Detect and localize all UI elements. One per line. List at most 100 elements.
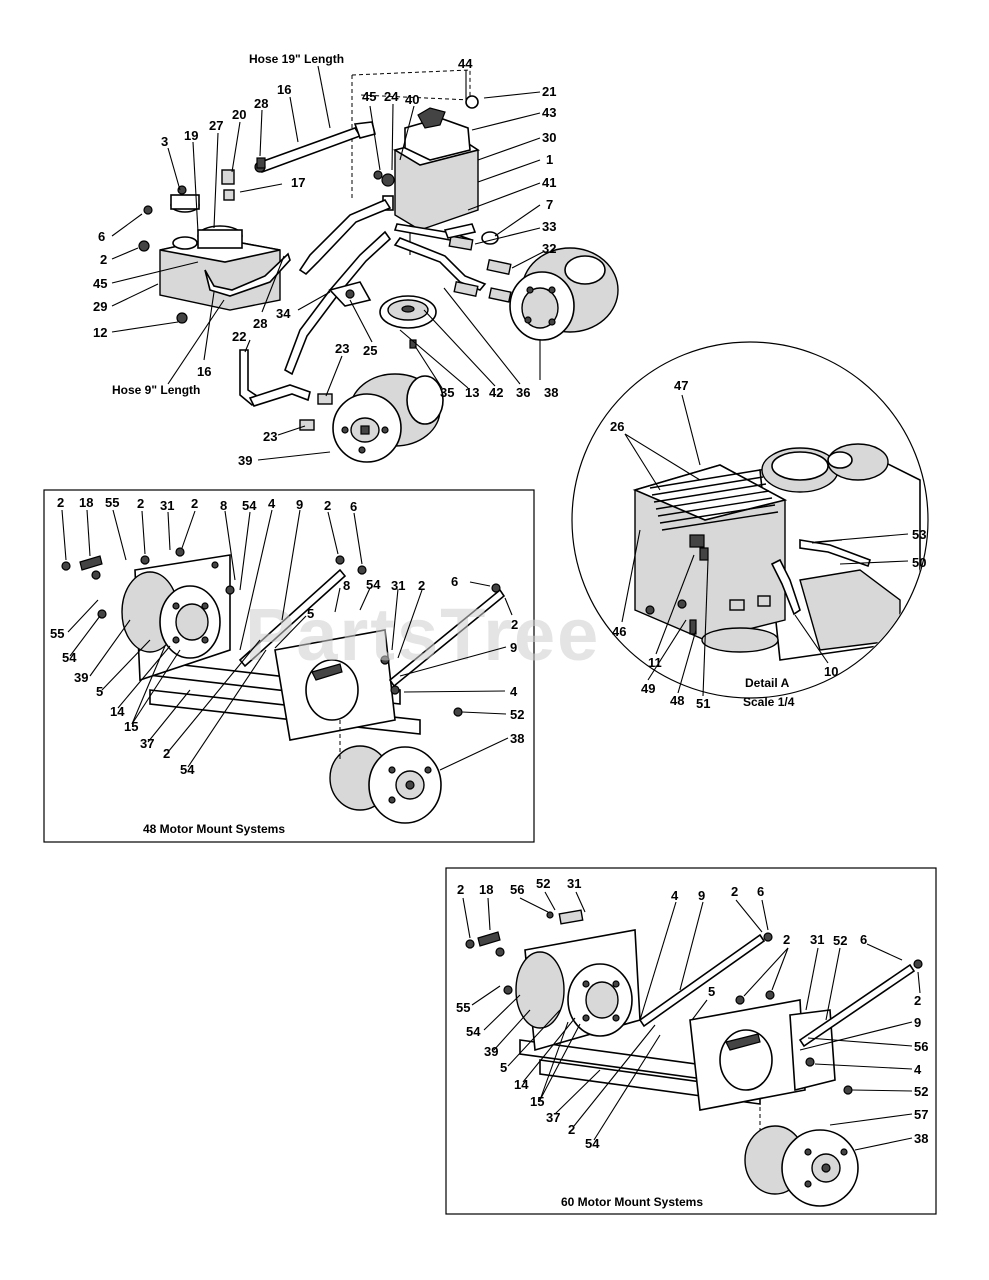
callout-38: 38 (544, 385, 558, 400)
detail-callout-11: 11 (648, 655, 662, 670)
detail-callout-10: 10 (824, 664, 838, 679)
callout-7: 7 (546, 197, 553, 212)
top-hydraulic-assembly (138, 69, 619, 463)
mm48-callout-5b: 5 (307, 606, 314, 621)
callout-16b: 16 (197, 364, 211, 379)
mm48-callout-15: 15 (124, 719, 138, 734)
callout-45a: 45 (362, 89, 376, 104)
motor-mount-48-labels: 48 Motor Mount Systems 2 18 55 2 31 2 8 … (50, 495, 524, 836)
callout-2: 2 (100, 252, 107, 267)
mm48-callout-31a: 31 (160, 498, 174, 513)
detail-a-scale: Scale 1/4 (743, 695, 795, 709)
mm48-callout-9a: 9 (296, 497, 303, 512)
callout-23b: 23 (263, 429, 277, 444)
mm48-callout-37: 37 (140, 736, 154, 751)
motor-mount-60-caption: 60 Motor Mount Systems (561, 1195, 703, 1209)
mm48-callout-38: 38 (510, 731, 524, 746)
mm60-callout-15: 15 (530, 1094, 544, 1109)
callout-28a: 28 (254, 96, 268, 111)
callout-25: 25 (363, 343, 377, 358)
mm60-callout-52a: 52 (536, 876, 550, 891)
mm48-callout-54c: 54 (180, 762, 195, 777)
mm60-callout-52b: 52 (833, 933, 847, 948)
detail-a (571, 341, 929, 699)
mm48-callout-2d: 2 (324, 498, 331, 513)
mm60-callout-2a: 2 (457, 882, 464, 897)
callout-22: 22 (232, 329, 246, 344)
callout-44: 44 (458, 56, 473, 71)
callout-1: 1 (546, 152, 553, 167)
mm60-callout-9a: 9 (698, 888, 705, 903)
mm60-callout-4b: 4 (914, 1062, 922, 1077)
callout-13: 13 (465, 385, 479, 400)
mm48-callout-54d: 54 (366, 577, 381, 592)
mm60-callout-14: 14 (514, 1077, 529, 1092)
detail-callout-47: 47 (674, 378, 688, 393)
mm48-callout-5a: 5 (96, 684, 103, 699)
callout-24: 24 (384, 89, 399, 104)
mm60-callout-6a: 6 (757, 884, 764, 899)
mm60-callout-56a: 56 (510, 882, 524, 897)
mm48-callout-52: 52 (510, 707, 524, 722)
mm60-callout-39: 39 (484, 1044, 498, 1059)
mm60-callout-31a: 31 (567, 876, 581, 891)
callout-33: 33 (542, 219, 556, 234)
motor-mount-48-caption: 48 Motor Mount Systems (143, 822, 285, 836)
callout-30: 30 (542, 130, 556, 145)
mm48-callout-9b: 9 (510, 640, 517, 655)
callout-40: 40 (405, 92, 419, 107)
detail-callout-51: 51 (696, 696, 710, 711)
top-assembly-labels: Hose 19" Length Hose 9" Length 44 21 43 … (93, 52, 558, 468)
detail-callout-26: 26 (610, 419, 624, 434)
callout-16a: 16 (277, 82, 291, 97)
mm48-callout-4b: 4 (510, 684, 518, 699)
mm48-callout-8a: 8 (220, 498, 227, 513)
mm48-callout-2e: 2 (163, 746, 170, 761)
mm48-callout-2a: 2 (57, 495, 64, 510)
callout-45b: 45 (93, 276, 107, 291)
callout-21: 21 (542, 84, 556, 99)
mm60-callout-18: 18 (479, 882, 493, 897)
mm48-callout-54a: 54 (242, 498, 257, 513)
callout-23a: 23 (335, 341, 349, 356)
mm48-callout-2g: 2 (511, 617, 518, 632)
callout-41: 41 (542, 175, 556, 190)
callout-6: 6 (98, 229, 105, 244)
mm48-callout-6b: 6 (451, 574, 458, 589)
mm48-callout-8b: 8 (343, 578, 350, 593)
mm60-callout-2d: 2 (914, 993, 921, 1008)
mm60-callout-9b: 9 (914, 1015, 921, 1030)
mm60-callout-5b: 5 (708, 984, 715, 999)
mm48-callout-2c: 2 (191, 496, 198, 511)
callout-19: 19 (184, 128, 198, 143)
mm60-callout-2b: 2 (731, 884, 738, 899)
mm60-callout-2c: 2 (783, 932, 790, 947)
detail-callout-49: 49 (641, 681, 655, 696)
callout-34: 34 (276, 306, 291, 321)
hose-9-label: Hose 9" Length (112, 383, 200, 397)
mm48-callout-6a: 6 (350, 499, 357, 514)
mm48-callout-18: 18 (79, 495, 93, 510)
callout-35: 35 (440, 385, 454, 400)
mm60-callout-54a: 54 (466, 1024, 481, 1039)
mm60-callout-4a: 4 (671, 888, 679, 903)
mm60-callout-6b: 6 (860, 932, 867, 947)
mm60-callout-31b: 31 (810, 932, 824, 947)
hose-19-label: Hose 19" Length (249, 52, 344, 66)
mm60-callout-37: 37 (546, 1110, 560, 1125)
callout-3: 3 (161, 134, 168, 149)
mm48-callout-31b: 31 (391, 578, 405, 593)
detail-callout-48: 48 (670, 693, 684, 708)
mm48-callout-14: 14 (110, 704, 125, 719)
mm48-callout-4a: 4 (268, 496, 276, 511)
mm60-callout-56b: 56 (914, 1039, 928, 1054)
mm60-callout-38: 38 (914, 1131, 928, 1146)
detail-callout-46: 46 (612, 624, 626, 639)
detail-callout-50: 50 (912, 555, 926, 570)
mm48-callout-55a: 55 (105, 495, 119, 510)
mm60-callout-54b: 54 (585, 1136, 600, 1151)
mm48-callout-55b: 55 (50, 626, 64, 641)
detail-callout-53: 53 (912, 527, 926, 542)
mm60-callout-2e: 2 (568, 1122, 575, 1137)
